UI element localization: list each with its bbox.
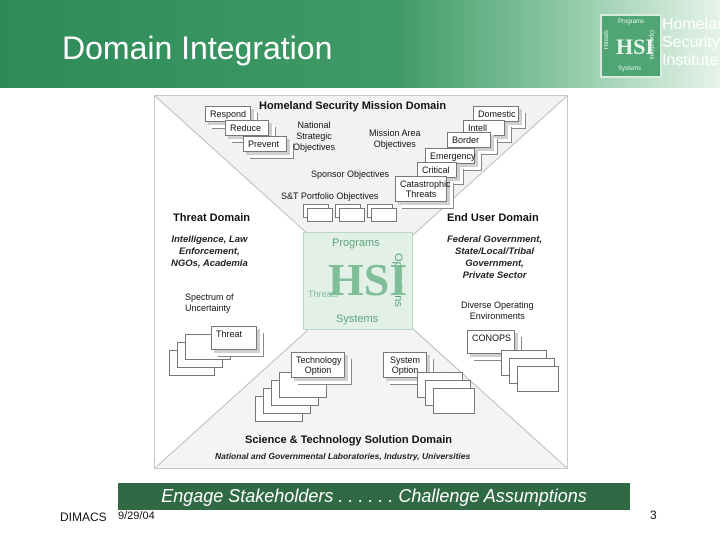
border-card: Border bbox=[447, 132, 491, 148]
logo-mark: HSI bbox=[616, 34, 654, 59]
end-user-domain-description: Federal Government, State/Local/Tribal G… bbox=[447, 234, 543, 281]
threat-domain-description: Intelligence, Law Enforcement, NGOs, Aca… bbox=[171, 234, 248, 269]
reduce-card: Reduce bbox=[225, 120, 269, 136]
national-objectives-label: National Strategic Objectives bbox=[293, 120, 336, 152]
mission-area-objectives-label: Mission Area Objectives bbox=[369, 128, 421, 149]
solution-domain-description: National and Governmental Laboratories, … bbox=[215, 451, 471, 461]
portfolio-objectives-label: S&T Portfolio Objectives bbox=[281, 191, 379, 201]
spectrum-of-uncertainty-label: Spectrum of Uncertainty bbox=[185, 292, 234, 313]
tagline-bar: Engage Stakeholders . . . . . . Challeng… bbox=[118, 483, 630, 510]
technology-option-card: Technology Option bbox=[291, 352, 345, 378]
hsi-logo: Programs Operations Systems Threats HSI bbox=[600, 14, 662, 78]
mission-domain-header: Homeland Security Mission Domain bbox=[259, 100, 447, 112]
sponsor-objectives-label: Sponsor Objectives bbox=[311, 169, 390, 179]
threat-domain-header: Threat Domain bbox=[173, 212, 251, 224]
center-operations: Operations bbox=[392, 253, 404, 307]
organization-name: Homeland Security Institute bbox=[662, 16, 720, 69]
center-programs: Programs bbox=[332, 237, 380, 249]
catastrophic-threats-card: Catastrophic Threats bbox=[395, 176, 451, 202]
logo-threats: Threats bbox=[604, 30, 610, 51]
threat-card: Threat bbox=[211, 326, 257, 350]
hsi-center-emblem: Programs Operations HSI Threats Systems bbox=[303, 232, 413, 330]
center-mark: HSI bbox=[328, 254, 408, 305]
solution-domain-header: Science & Technology Solution Domain bbox=[245, 434, 452, 446]
slide-title: Domain Integration bbox=[62, 30, 333, 66]
page-number: 3 bbox=[650, 508, 657, 522]
logo-operations: Operations bbox=[648, 30, 654, 60]
prevent-card: Prevent bbox=[243, 136, 287, 152]
logo-programs: Programs bbox=[618, 19, 645, 25]
footer-left: DIMACS bbox=[60, 510, 107, 524]
diverse-environments-label: Diverse Operating Environments bbox=[461, 300, 534, 321]
center-systems: Systems bbox=[336, 313, 379, 325]
domain-diagram: Homeland Security Mission Domain Respond… bbox=[154, 95, 568, 469]
footer-date: 9/29/04 bbox=[118, 510, 155, 522]
end-user-domain-header: End User Domain bbox=[447, 212, 539, 224]
logo-systems: Systems bbox=[618, 66, 642, 72]
center-threats: Threats bbox=[308, 289, 339, 299]
